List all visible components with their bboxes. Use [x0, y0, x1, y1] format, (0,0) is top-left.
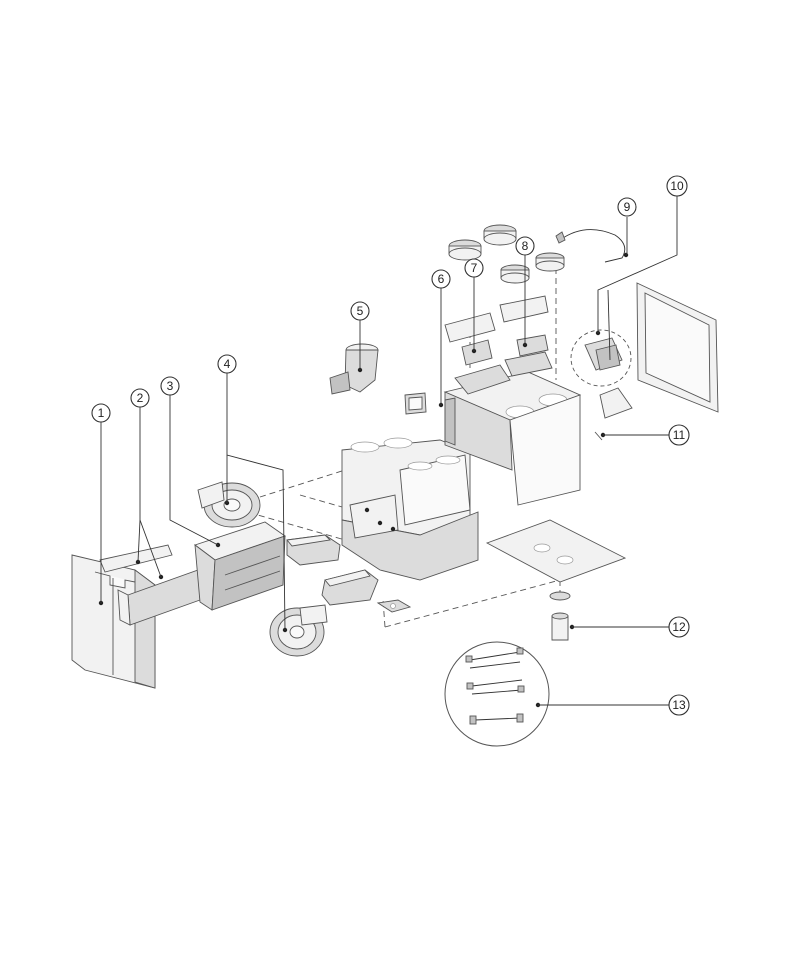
svg-text:10: 10 [670, 179, 684, 193]
side-access-panel [636, 282, 719, 413]
lower-fan [269, 604, 328, 657]
duct-connector [500, 264, 530, 284]
svg-text:9: 9 [624, 200, 631, 214]
main-housing-insulation [341, 437, 479, 581]
upper-fan [197, 481, 261, 528]
callout-8: 8 [515, 236, 535, 256]
svg-text:6: 6 [438, 272, 445, 286]
controller-module [570, 329, 633, 419]
callout-2: 2 [130, 388, 150, 408]
callout-10: 10 [666, 175, 688, 197]
callout-12: 12 [668, 616, 690, 638]
condensate-drain [549, 591, 575, 641]
callout-1: 1 [91, 403, 111, 423]
small-bracket [376, 599, 412, 613]
svg-text:3: 3 [167, 379, 174, 393]
base-plate [485, 519, 627, 583]
bypass-insert-lower [321, 569, 379, 606]
duct-connector [535, 252, 565, 272]
callout-3: 3 [160, 376, 180, 396]
callout-4: 4 [217, 354, 237, 374]
duct-connectors [448, 224, 565, 284]
top-cover-left [444, 312, 496, 366]
front-cover-panel [71, 554, 156, 689]
svg-text:12: 12 [672, 620, 686, 634]
duct-connector [483, 224, 517, 246]
callout-7: 7 [464, 258, 484, 278]
label-plate [404, 392, 444, 415]
callout-13: 13 [668, 694, 690, 716]
svg-text:8: 8 [522, 239, 529, 253]
svg-text:7: 7 [471, 261, 478, 275]
svg-text:4: 4 [224, 357, 231, 371]
callout-5: 5 [350, 301, 370, 321]
leader-lines [100, 196, 678, 706]
cable-set-detail [444, 641, 550, 747]
svg-text:5: 5 [357, 304, 364, 318]
top-electronics-tray [454, 351, 553, 395]
filter-panel [99, 544, 201, 626]
callout-9: 9 [617, 197, 637, 217]
cable [555, 229, 629, 263]
svg-text:1: 1 [98, 406, 105, 420]
callout-11: 11 [668, 424, 690, 446]
svg-text:13: 13 [672, 698, 686, 712]
screw [594, 431, 606, 441]
bypass-insert-upper [286, 534, 341, 566]
cabinet-housing [443, 371, 582, 506]
svg-text:11: 11 [673, 428, 686, 442]
duct-connector [448, 239, 482, 261]
top-cover-right [499, 295, 549, 357]
svg-text:2: 2 [137, 391, 144, 405]
callout-6: 6 [431, 269, 451, 289]
bypass-damper [329, 343, 379, 395]
heat-exchanger [194, 521, 286, 611]
